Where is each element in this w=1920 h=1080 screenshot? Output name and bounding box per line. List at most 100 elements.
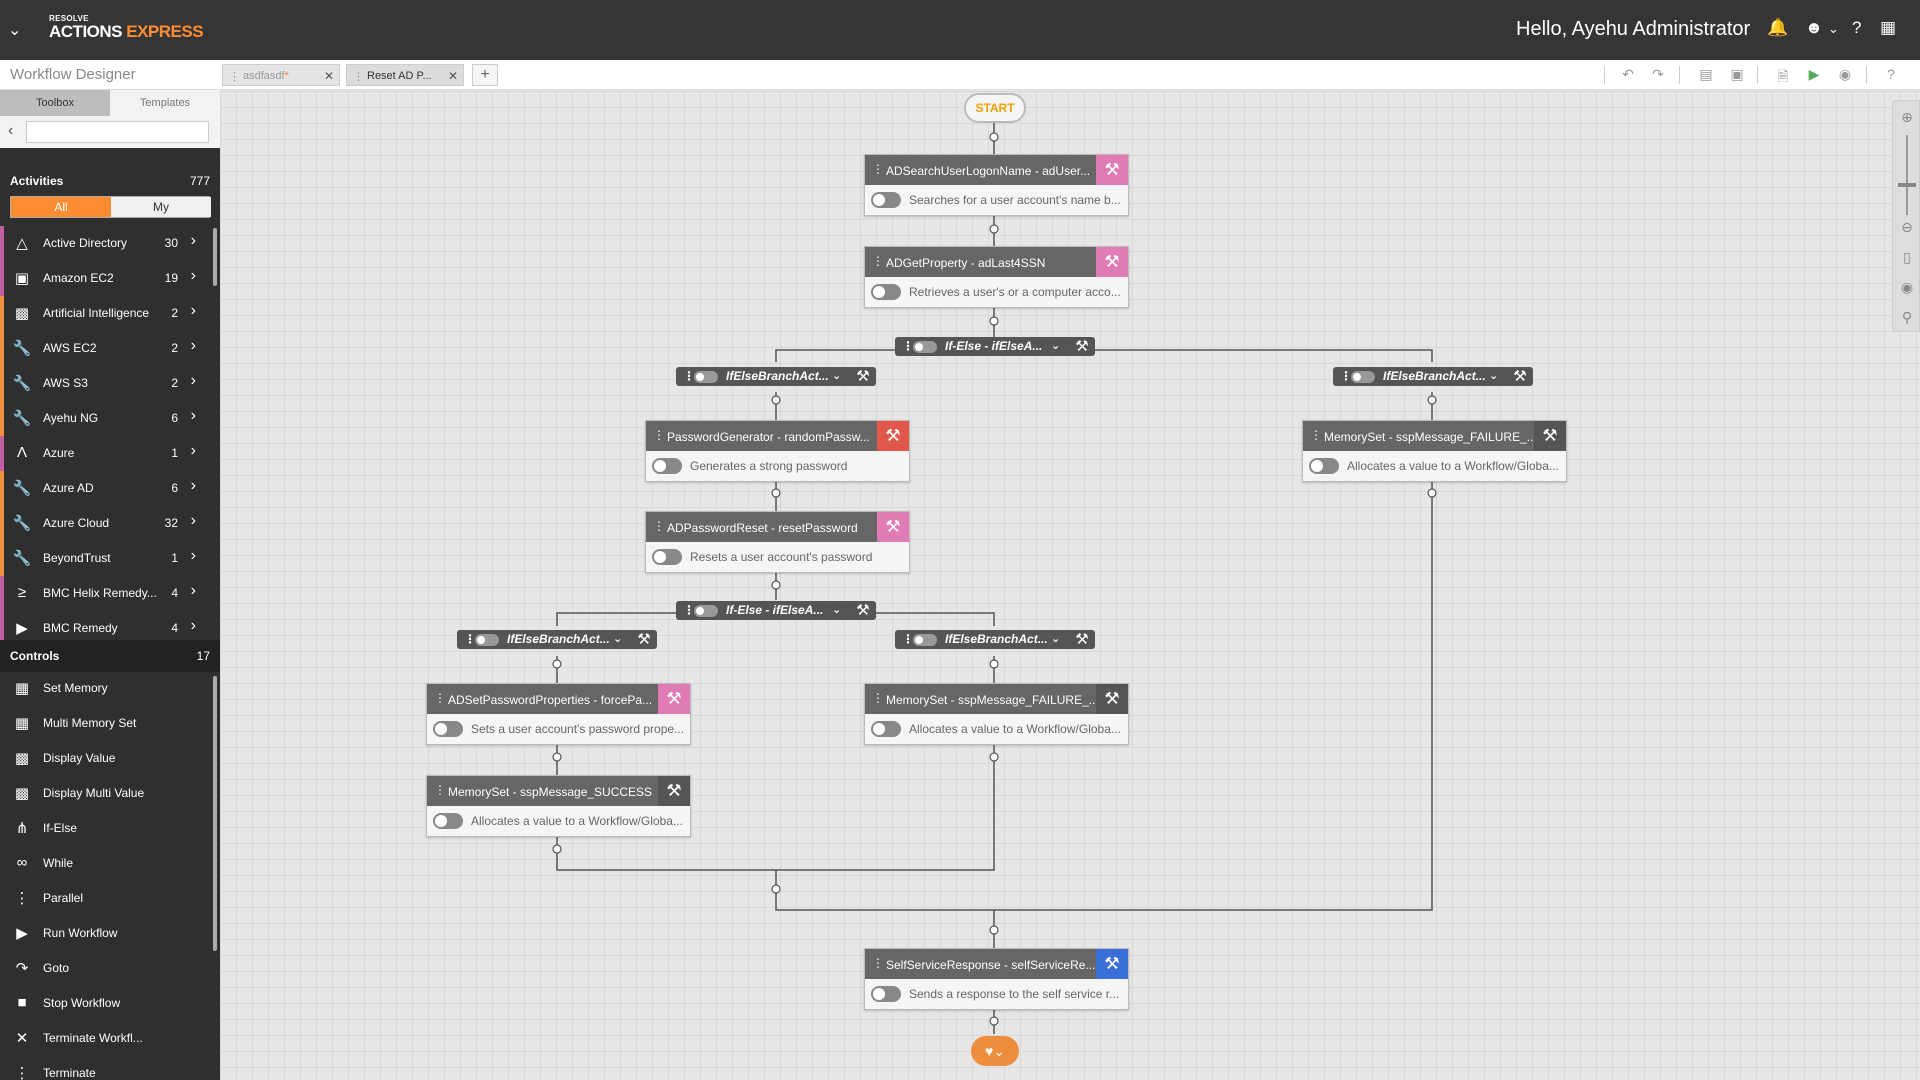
chevron-right-icon[interactable]: › [190, 617, 196, 634]
node-enable-toggle[interactable] [1351, 371, 1375, 383]
node-tools-icon[interactable]: ⚒ [856, 602, 870, 619]
close-tab-icon[interactable]: ✕ [447, 69, 458, 83]
node-enable-toggle[interactable] [433, 813, 463, 829]
search-input[interactable] [26, 121, 209, 143]
activity-node[interactable]: ⋮PasswordGenerator - randomPassw...⚒Gene… [645, 420, 910, 482]
node-tools-icon[interactable]: ⚒ [1075, 338, 1089, 355]
node-title-bar[interactable]: ⋮ADSearchUserLogonName - adUser... [865, 155, 1096, 185]
activity-item[interactable]: ≥BMC Helix Remedy...4› [0, 576, 212, 611]
start-node[interactable]: START [964, 93, 1026, 123]
node-settings-tools-icon[interactable]: ⚒ [877, 421, 909, 451]
chevron-right-icon[interactable]: › [190, 582, 196, 599]
node-title-bar[interactable]: ⋮MemorySet - sspMessage_SUCCESS [427, 776, 658, 806]
control-item[interactable]: ▦Multi Memory Set [0, 706, 212, 741]
node-title-bar[interactable]: ⋮MemorySet - sspMessage_FAILURE_... [865, 684, 1096, 714]
ifelse-node[interactable]: ⋮If-Else - ifElseA...⌄⚒ [895, 337, 1095, 356]
node-settings-tools-icon[interactable]: ⚒ [658, 776, 690, 806]
control-item[interactable]: ▶Run Workflow [0, 916, 212, 951]
node-tools-icon[interactable]: ⚒ [856, 368, 870, 385]
node-enable-toggle[interactable] [433, 721, 463, 737]
ifelse-node[interactable]: ⋮If-Else - ifElseA...⌄⚒ [676, 601, 876, 620]
activity-node[interactable]: ⋮SelfServiceResponse - selfServiceRe...⚒… [864, 948, 1129, 1010]
activity-node[interactable]: ⋮ADGetProperty - adLast4SSN⚒Retrieves a … [864, 246, 1129, 308]
ifelse-node[interactable]: ⋮IfElseBranchAct...⌄⚒ [895, 630, 1095, 649]
undo-icon[interactable]: ↶ [1622, 66, 1634, 82]
node-settings-tools-icon[interactable]: ⚒ [1096, 684, 1128, 714]
stop-icon[interactable]: ◉ [1838, 66, 1852, 82]
node-tools-icon[interactable]: ⚒ [637, 631, 651, 648]
chevron-down-icon[interactable]: ⌄ [1051, 633, 1061, 645]
node-enable-toggle[interactable] [652, 458, 682, 474]
activities-header[interactable]: Activities 777 [0, 168, 220, 194]
chevron-right-icon[interactable]: › [190, 372, 196, 389]
node-enable-toggle[interactable] [475, 634, 499, 646]
fullscreen-icon[interactable]: ▦ [1880, 18, 1897, 37]
tab-toolbox[interactable]: Toolbox [0, 90, 110, 116]
chevron-right-icon[interactable]: › [190, 267, 196, 284]
node-title-bar[interactable]: ⋮PasswordGenerator - randomPassw... [646, 421, 877, 451]
control-item[interactable]: ↷Goto [0, 951, 212, 986]
node-title-bar[interactable]: ⋮ADSetPasswordProperties - forcePa... [427, 684, 658, 714]
chevron-down-icon[interactable]: ⌄ [1051, 340, 1061, 352]
drag-handle-icon[interactable]: ⋮ [683, 369, 695, 383]
map-icon[interactable]: ▯ [1903, 249, 1911, 265]
drag-handle-icon[interactable]: ⋮ [872, 254, 884, 268]
zoom-slider-knob[interactable] [1898, 183, 1916, 187]
ifelse-node[interactable]: ⋮IfElseBranchAct...⌄⚒ [676, 367, 876, 386]
control-item[interactable]: ⋔If-Else [0, 811, 212, 846]
search-icon[interactable]: ⚲ [1901, 309, 1913, 325]
chevron-down-icon[interactable]: ⌄ [832, 370, 842, 382]
control-item[interactable]: ✕Terminate Workfl... [0, 1021, 212, 1056]
activities-scrollbar[interactable] [213, 228, 217, 286]
ifelse-node[interactable]: ⋮IfElseBranchAct...⌄⚒ [1333, 367, 1533, 386]
user-avatar-icon[interactable]: ☻ [1805, 18, 1823, 37]
activity-node[interactable]: ⋮MemorySet - sspMessage_SUCCESS⚒Allocate… [426, 775, 691, 837]
chevron-down-icon[interactable]: ⌄ [1489, 370, 1499, 382]
chevron-right-icon[interactable]: › [190, 407, 196, 424]
drag-handle-icon[interactable]: ⋮ [1340, 369, 1352, 383]
notification-bell-icon[interactable]: 🔔 [1767, 18, 1789, 37]
drag-handle-icon[interactable]: ⋮ [902, 339, 914, 353]
chevron-right-icon[interactable]: › [190, 302, 196, 319]
control-item[interactable]: ▩Display Value [0, 741, 212, 776]
drag-handle-icon[interactable]: ⋮ [872, 956, 884, 970]
tab-templates[interactable]: Templates [139, 97, 191, 109]
drag-handle-icon[interactable]: ⋮ [653, 519, 665, 533]
zoom-out-icon[interactable]: ⊖ [1901, 219, 1913, 235]
drag-handle-icon[interactable]: ⋮ [683, 603, 695, 617]
node-enable-toggle[interactable] [871, 986, 901, 1002]
redo-icon[interactable]: ↷ [1652, 66, 1664, 82]
node-tools-icon[interactable]: ⚒ [1075, 631, 1089, 648]
drag-handle-icon[interactable]: ⋮ [902, 632, 914, 646]
close-tab-icon[interactable]: ✕ [323, 69, 334, 83]
drag-handle-icon[interactable]: ⋮ [434, 783, 446, 797]
node-enable-toggle[interactable] [913, 634, 937, 646]
drag-handle-icon[interactable]: ⋮ [464, 632, 476, 646]
chevron-right-icon[interactable]: › [190, 232, 196, 249]
node-enable-toggle[interactable] [871, 721, 901, 737]
node-enable-toggle[interactable] [871, 192, 901, 208]
zoom-in-icon[interactable]: ⊕ [1901, 109, 1913, 125]
control-item[interactable]: ▦Set Memory [0, 671, 212, 706]
node-title-bar[interactable]: ⋮ADPasswordReset - resetPassword [646, 512, 877, 542]
node-title-bar[interactable]: ⋮MemorySet - sspMessage_FAILURE_... [1303, 421, 1534, 451]
save-icon[interactable]: ▤ [1699, 66, 1713, 82]
app-logo[interactable]: RESOLVE ACTIONS EXPRESS [49, 15, 204, 41]
activity-node[interactable]: ⋮ADSearchUserLogonName - adUser...⚒Searc… [864, 154, 1129, 216]
chevron-right-icon[interactable]: › [190, 337, 196, 354]
control-item[interactable]: ■Stop Workflow [0, 986, 212, 1021]
activity-node[interactable]: ⋮ADSetPasswordProperties - forcePa...⚒Se… [426, 683, 691, 745]
node-settings-tools-icon[interactable]: ⚒ [1096, 949, 1128, 979]
save-as-icon[interactable]: ▣ [1730, 66, 1744, 82]
control-item[interactable]: ▩Display Multi Value [0, 776, 212, 811]
ifelse-node[interactable]: ⋮IfElseBranchAct...⌄⚒ [457, 630, 657, 649]
add-tab-button[interactable]: + [472, 64, 498, 86]
chevron-right-icon[interactable]: › [190, 512, 196, 529]
